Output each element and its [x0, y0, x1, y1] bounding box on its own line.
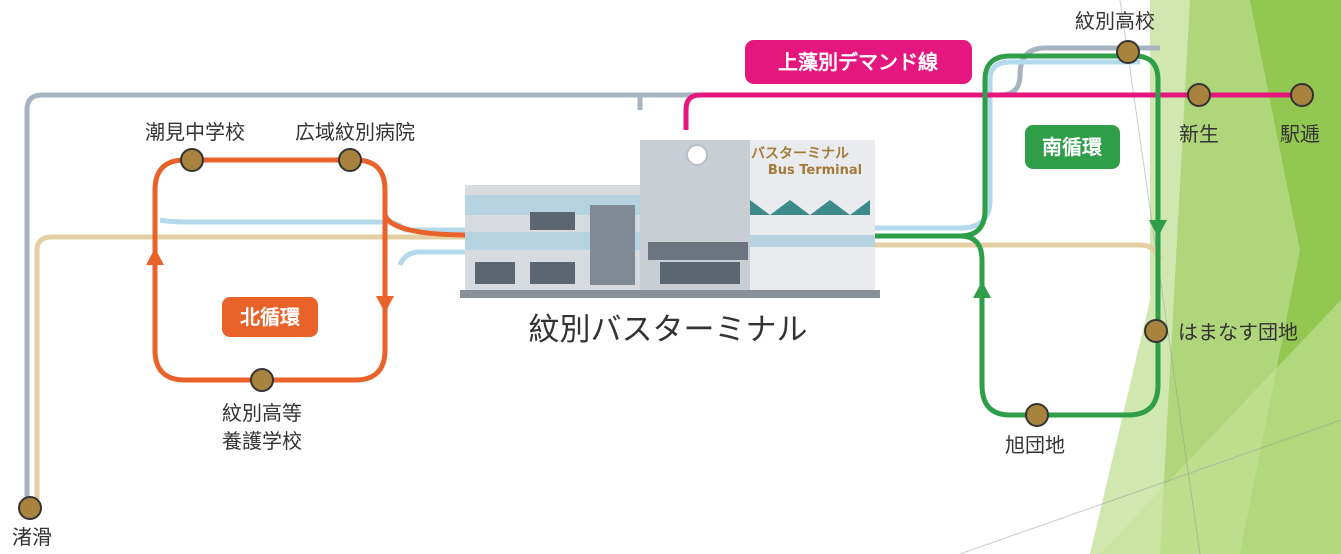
stop-label-asahi: 旭団地	[1005, 433, 1065, 457]
south-loop-arrow-up	[973, 281, 991, 298]
terminal-label: 紋別バスターミナル	[529, 312, 808, 348]
kamioshibetsu-tag: 上藻別デマンド線	[745, 40, 972, 84]
stop-marker-kouiki-hospital	[338, 148, 362, 172]
stop-label-nagisa: 渚滑	[12, 525, 52, 549]
stop-label-ekidori: 駅逓	[1280, 122, 1320, 146]
terminal-sign-en: Bus Terminal	[768, 163, 862, 178]
stop-label-ushiomi: 潮見中学校	[145, 120, 245, 144]
north-loop-tag: 北循環	[222, 297, 318, 337]
north-loop-tag-label: 北循環	[240, 305, 301, 329]
stop-markers	[18, 40, 1314, 520]
stop-marker-asahi	[1025, 403, 1049, 427]
south-loop-arrow-down	[1149, 220, 1167, 237]
stop-label-shinsei: 新生	[1179, 122, 1219, 146]
decorative-background	[959, 0, 1341, 554]
terminal-sign-jp: バスターミナル	[751, 146, 849, 162]
kamioshibetsu-route-line	[683, 92, 1300, 130]
north-loop-arrow-down	[376, 296, 394, 313]
stop-marker-ekidori	[1290, 83, 1314, 107]
south-loop-tag: 南循環	[1025, 125, 1120, 169]
north-loop-line	[152, 157, 471, 383]
stop-marker-shinsei	[1187, 83, 1211, 107]
south-loop-tag-label: 南循環	[1042, 135, 1103, 159]
stop-marker-nagisa	[18, 496, 42, 520]
stop-label-mombetsu-koutou-1: 紋別高等	[222, 401, 302, 425]
south-loop-line	[870, 53, 1161, 418]
stop-label-mombetsu-koutou-2: 養護学校	[222, 429, 302, 453]
stop-label-kouiki-hospital: 広域紋別病院	[295, 120, 415, 144]
stop-label-mombetsu-high: 紋別高校	[1075, 9, 1155, 33]
stop-marker-hamanasu	[1144, 319, 1168, 343]
kamioshibetsu-tag-label: 上藻別デマンド線	[778, 50, 938, 74]
stop-label-hamanasu: はまなす団地	[1178, 320, 1298, 344]
stop-marker-ushiomi	[180, 148, 204, 172]
north-loop-arrow-up	[146, 248, 164, 265]
bus-terminal-building: バスターミナル Bus Terminal	[460, 140, 880, 298]
stop-marker-mombetsu-koutou	[250, 368, 274, 392]
stop-marker-mombetsu-high	[1116, 40, 1140, 64]
